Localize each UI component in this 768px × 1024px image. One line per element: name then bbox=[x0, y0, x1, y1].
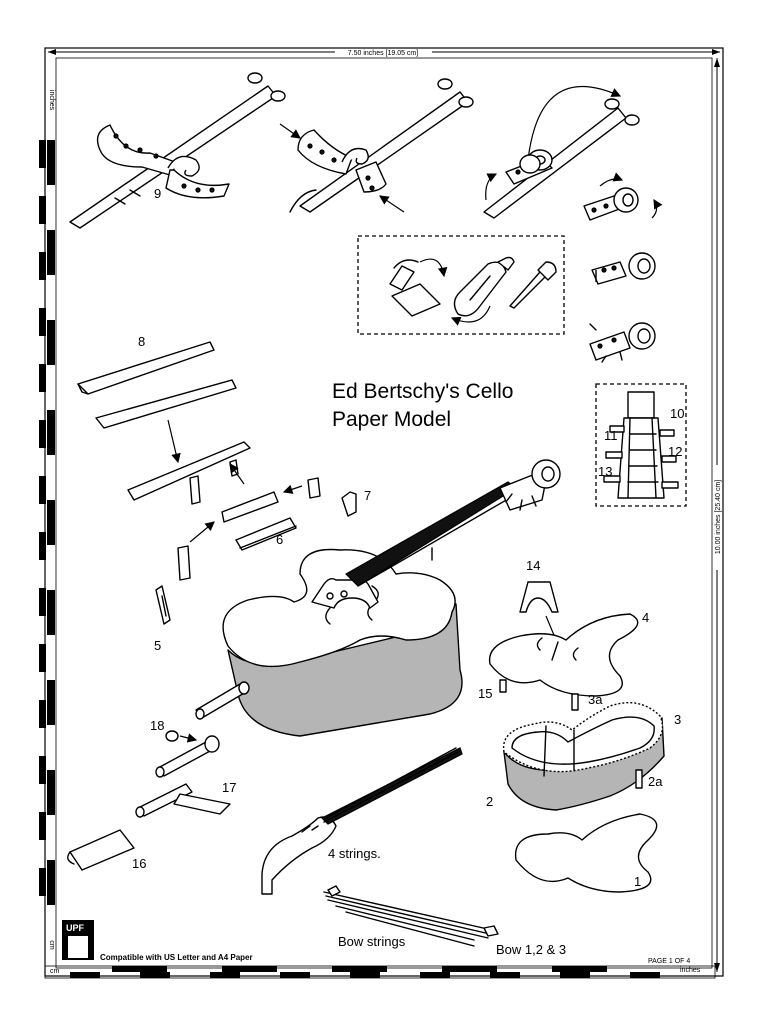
assembled-cello bbox=[195, 459, 561, 737]
part-number-5: 5 bbox=[154, 638, 161, 653]
fingerboard-parts: 8 bbox=[77, 334, 251, 505]
part-number-2a: 2a bbox=[648, 774, 663, 789]
bottom-ruler-cm: cm bbox=[50, 968, 60, 975]
part-number-4: 4 bbox=[642, 610, 649, 625]
bottom-ruler: cm inches bbox=[44, 965, 716, 979]
endpin-parts: 18 17 16 bbox=[67, 718, 236, 871]
bottom-ruler-inches: inches bbox=[680, 967, 701, 974]
bow-assembly: Bow strings Bow 1,2 & 3 bbox=[323, 885, 566, 957]
part-number-14: 14 bbox=[526, 558, 540, 573]
part-number-2: 2 bbox=[486, 794, 493, 809]
part-number-1: 1 bbox=[634, 874, 641, 889]
left-ruler-inches: inches bbox=[48, 90, 55, 111]
part-number-11: 11 bbox=[604, 428, 618, 443]
part-number-6: 6 bbox=[276, 532, 283, 547]
part-number-3: 3 bbox=[674, 712, 681, 727]
top-ruler-label: 7.50 inches [19.05 cm] bbox=[348, 50, 418, 57]
part-number-17: 17 bbox=[222, 780, 236, 795]
part-number-15: 15 bbox=[478, 686, 492, 701]
part-number-8: 8 bbox=[138, 334, 145, 349]
bow-label: Bow 1,2 & 3 bbox=[496, 942, 566, 957]
part-number-12: 12 bbox=[668, 444, 682, 459]
title-line-2: Paper Model bbox=[332, 408, 451, 431]
scroll-step-1: 9 bbox=[69, 72, 286, 229]
neck-parts: 6 7 5 bbox=[154, 477, 371, 653]
part-number-13: 13 bbox=[598, 464, 612, 479]
tailpiece-strings: 4 strings. bbox=[261, 747, 463, 895]
bow-strings-label: Bow strings bbox=[338, 934, 406, 949]
title-line-1: Ed Bertschy's Cello bbox=[332, 380, 513, 403]
ribs-assembly: 3 2a 2 bbox=[486, 702, 681, 811]
back-plate: 1 bbox=[514, 813, 658, 893]
pegbox-detail-box: 10 11 12 13 bbox=[595, 383, 687, 507]
bridge-and-top: 14 4 15 3a bbox=[478, 558, 649, 711]
left-ruler: inches cm bbox=[39, 90, 55, 950]
part-number-7: 7 bbox=[364, 488, 371, 503]
compatibility-note: Compatible with US Letter and A4 Paper bbox=[100, 953, 253, 962]
scroll-step-3 bbox=[483, 86, 640, 219]
title-block: Ed Bertschy's Cello Paper Model bbox=[332, 380, 513, 431]
upf-logo-text: UPF bbox=[66, 923, 85, 933]
page-indicator: PAGE 1 OF 4 bbox=[648, 958, 690, 965]
part-number-3a: 3a bbox=[588, 692, 603, 707]
peg-detail-box bbox=[357, 235, 565, 335]
part-number-16: 16 bbox=[132, 856, 146, 871]
top-ruler: 7.50 inches [19.05 cm] bbox=[48, 49, 720, 57]
left-ruler-cm: cm bbox=[48, 940, 55, 950]
scroll-step-2 bbox=[279, 78, 474, 213]
part-number-18: 18 bbox=[150, 718, 164, 733]
scroll-side-views bbox=[583, 172, 663, 363]
part-number-10: 10 bbox=[670, 406, 684, 421]
part-number-9: 9 bbox=[154, 186, 161, 201]
right-ruler: 10.00 inches [25.40 cm] bbox=[714, 58, 722, 972]
right-ruler-label: 10.00 inches [25.40 cm] bbox=[715, 480, 722, 554]
footer: UPF Compatible with US Letter and A4 Pap… bbox=[62, 920, 690, 965]
strings-label: 4 strings. bbox=[328, 846, 381, 861]
